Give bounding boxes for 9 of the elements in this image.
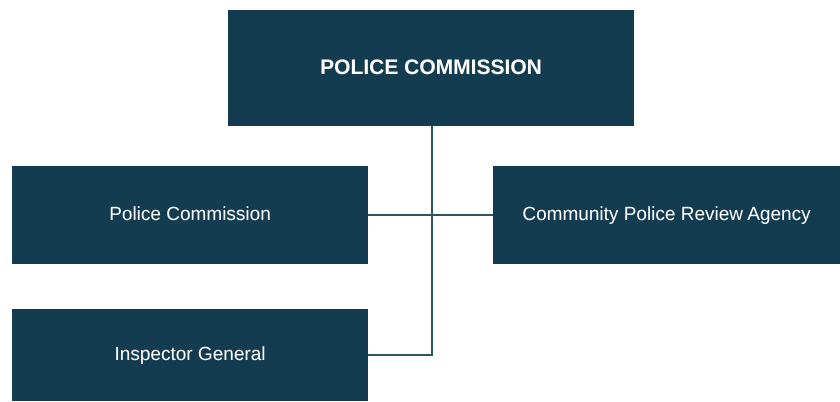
org-box	[12, 166, 368, 264]
box-label: Police Commission	[109, 202, 271, 227]
org-box	[493, 166, 840, 264]
org-box	[228, 10, 634, 126]
box-label: POLICE COMMISSION	[320, 55, 542, 82]
org-box	[12, 309, 368, 401]
box-label: Community Police Review Agency	[522, 202, 811, 227]
box-label: Inspector General	[114, 342, 266, 367]
connector-line	[368, 126, 433, 356]
